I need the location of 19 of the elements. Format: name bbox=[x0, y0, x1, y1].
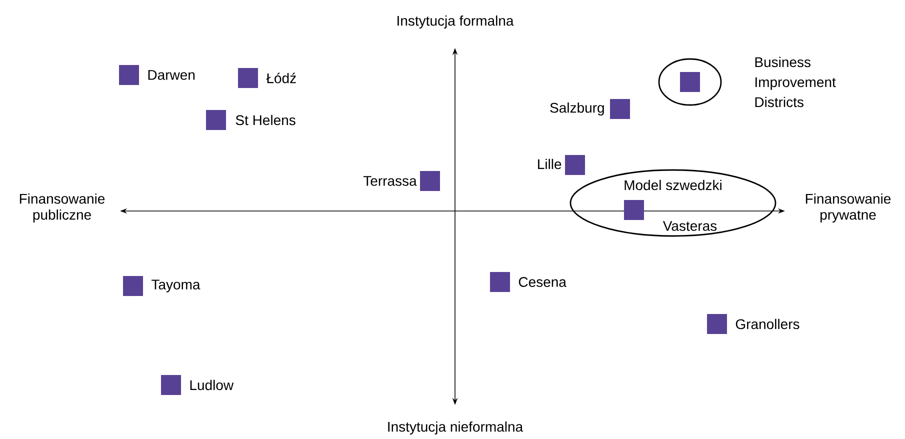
axis-label: Finansowanie prywatne bbox=[806, 193, 891, 223]
place-label: Cesena bbox=[518, 277, 566, 287]
axis-label: Instytucja formalna bbox=[398, 15, 514, 29]
place-label: Łódź bbox=[266, 72, 296, 84]
place-label: Business Improvement Districts bbox=[755, 56, 836, 108]
place-label: Terrassa bbox=[363, 176, 417, 186]
place-label: St Helens bbox=[236, 114, 296, 126]
place-label: Salzburg bbox=[550, 102, 604, 116]
place-label: Tayoma bbox=[152, 280, 200, 292]
place-label: Lille bbox=[538, 158, 562, 170]
axis-label: Instytucja nieformalna bbox=[388, 421, 524, 434]
ellipse-outline bbox=[570, 169, 776, 237]
place-label: Darwen bbox=[148, 70, 195, 80]
place-label: Granollers bbox=[736, 318, 800, 330]
place-label: Vasteras bbox=[662, 221, 717, 231]
place-label: Model szwedzki bbox=[624, 180, 722, 190]
ellipse-outline bbox=[658, 58, 722, 106]
axis-label: Finansowanie publiczne bbox=[20, 193, 105, 223]
place-label: Ludlow bbox=[190, 380, 234, 390]
